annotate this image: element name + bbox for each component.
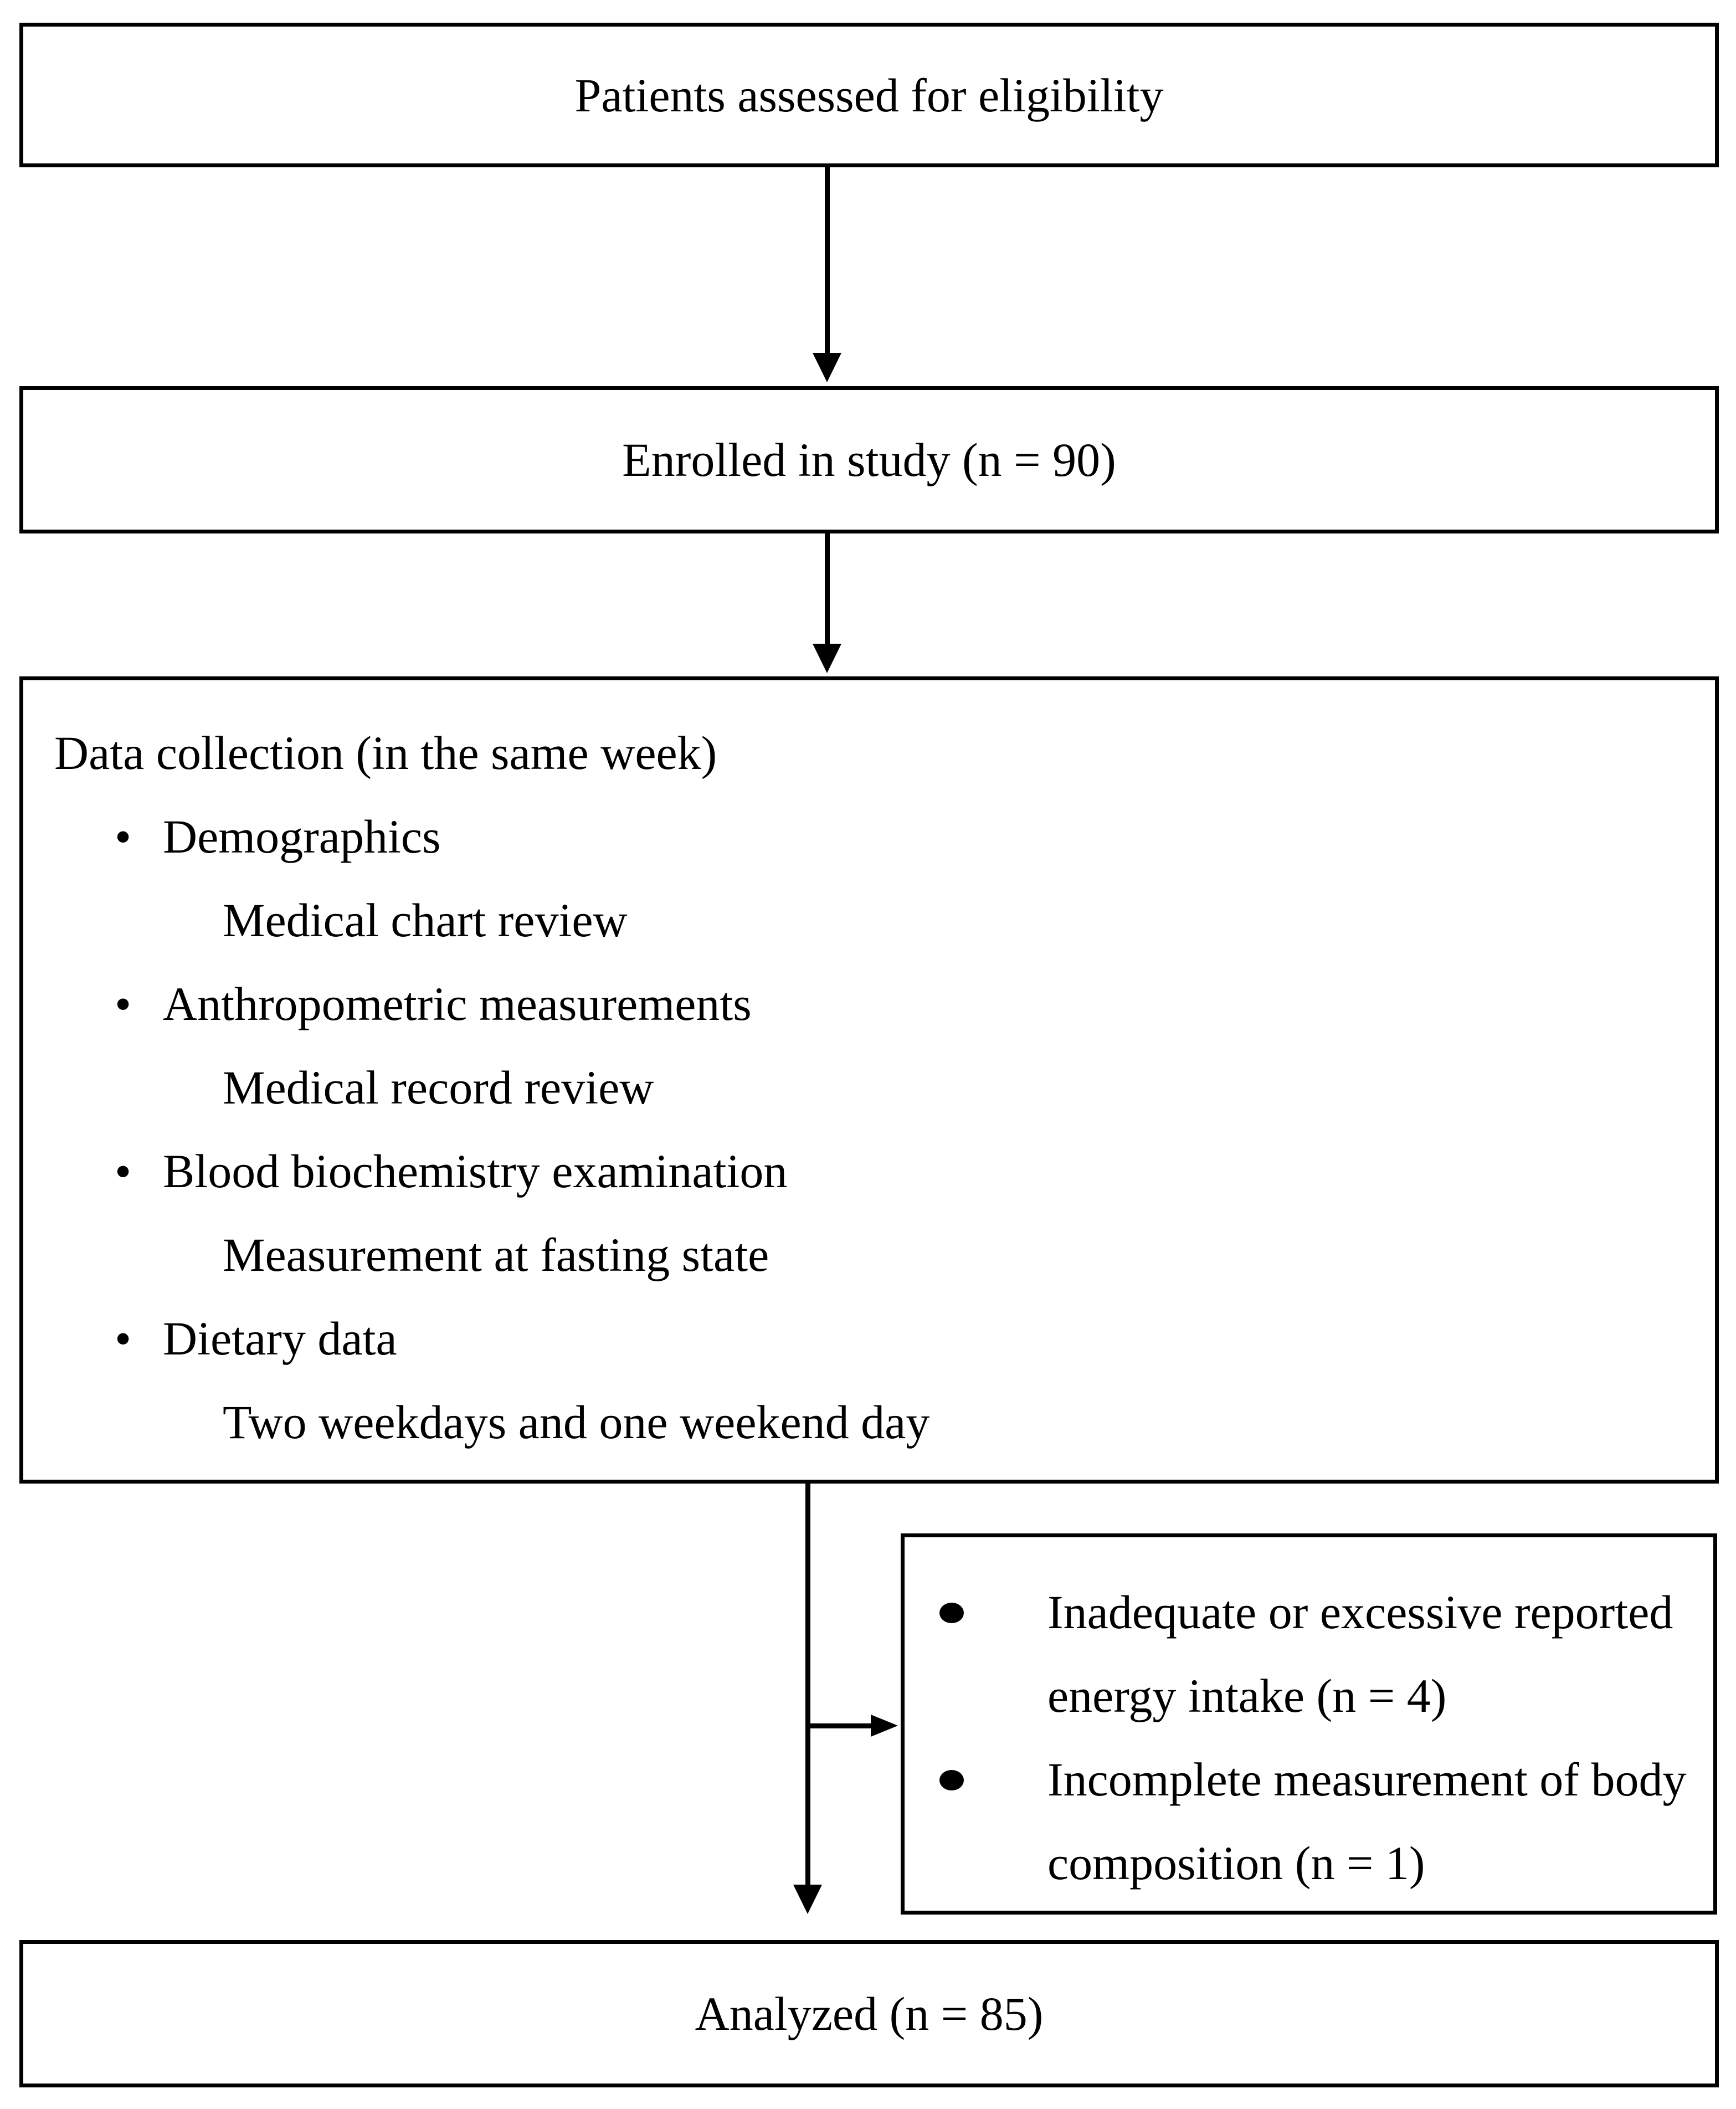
excluded-line: Incomplete measurement of body [905,1738,1713,1821]
flow-node-data-collection: Data collection (in the same week) • Dem… [19,676,1719,1484]
excluded-text: Inadequate or excessive reported [1047,1585,1673,1639]
arrow-stem-collection-to-analyzed [805,1482,810,1886]
bullet-icon: • [115,1312,132,1365]
item-label: Blood biochemistry examination [163,1145,788,1198]
arrow-stem-enrolled-to-collection [825,532,830,644]
excluded-text: energy intake (n = 4) [1047,1669,1447,1722]
list-item: • Demographics [23,795,1715,879]
flow-node-excluded: Inadequate or excessive reported energy … [901,1533,1717,1915]
bullet-icon: • [115,810,132,863]
arrowhead-down-icon [813,644,841,673]
list-item: • Dietary data [23,1297,1715,1381]
branch-line-to-excluded [808,1723,872,1728]
bullet-icon: • [115,1145,132,1198]
bullet-icon: • [115,977,132,1030]
analyzed-text: Analyzed (n = 85) [695,1987,1044,2040]
item-detail: Two weekdays and one weekend day [223,1395,930,1449]
excluded-line: Inadequate or excessive reported [905,1571,1713,1654]
item-label: Demographics [163,810,441,863]
arrowhead-right-icon [871,1715,898,1737]
item-label: Anthropometric measurements [163,977,752,1030]
arrowhead-down-icon [793,1885,822,1914]
bullet-circle-icon [939,1769,964,1790]
excluded-text: Incomplete measurement of body [1047,1753,1687,1806]
excluded-line: energy intake (n = 4) [905,1654,1713,1738]
item-detail: Medical chart review [223,894,628,947]
item-detail: Measurement at fasting state [223,1228,769,1281]
flow-node-enrolled: Enrolled in study (n = 90) [19,386,1719,533]
flow-node-analyzed: Analyzed (n = 85) [19,1940,1719,2087]
arrowhead-down-icon [813,353,841,382]
enrolled-text: Enrolled in study (n = 90) [622,433,1116,486]
flow-node-eligibility: Patients assessed for eligibility [19,23,1719,167]
bullet-circle-icon [939,1602,964,1623]
item-label: Dietary data [163,1312,397,1365]
item-detail: Medical record review [223,1061,654,1114]
excluded-line: composition (n = 1) [905,1821,1713,1905]
list-item: • Blood biochemistry examination [23,1130,1715,1213]
arrow-stem-eligibility-to-enrolled [825,167,830,353]
list-item: • Anthropometric measurements [23,962,1715,1046]
eligibility-text: Patients assessed for eligibility [574,68,1164,122]
excluded-text: composition (n = 1) [1047,1836,1425,1890]
data-collection-title: Data collection (in the same week) [54,726,717,779]
